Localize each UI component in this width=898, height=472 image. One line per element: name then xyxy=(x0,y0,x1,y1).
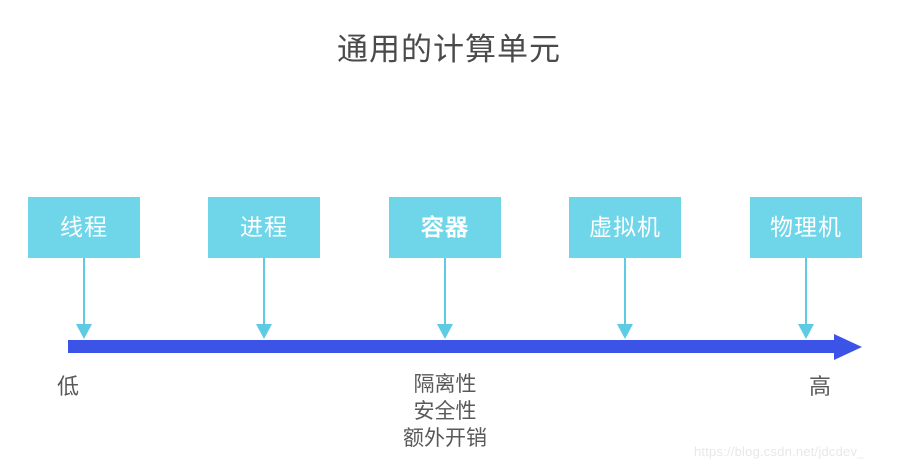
stage-label-5: 物理机 xyxy=(770,214,842,240)
connector-head-3 xyxy=(437,324,453,339)
connector-arrow-down-icon-3 xyxy=(435,258,455,342)
stage-box-5: 物理机 xyxy=(750,197,862,258)
connector-arrow-down-icon-4 xyxy=(615,258,635,342)
attribute-line-3: 额外开销 xyxy=(403,427,487,450)
stage-label-1: 线程 xyxy=(60,214,108,240)
connector-arrow-down-icon-2 xyxy=(254,258,274,342)
stage-box-3: 容器 xyxy=(389,197,501,258)
connector-head-5 xyxy=(798,324,814,339)
attribute-line-2: 安全性 xyxy=(413,400,477,423)
connector-shaft-5 xyxy=(805,258,807,326)
connector-shaft-4 xyxy=(624,258,626,326)
axis-arrowhead xyxy=(834,334,862,360)
connector-head-1 xyxy=(76,324,92,339)
axis-label-low: 低 xyxy=(57,374,80,399)
axis-attribute-list: 隔离性 安全性 额外开销 xyxy=(329,371,561,452)
attribute-line-1: 隔离性 xyxy=(413,373,477,396)
connector-shaft-1 xyxy=(83,258,85,326)
connector-head-4 xyxy=(617,324,633,339)
stage-label-2: 进程 xyxy=(240,214,288,240)
page-title: 通用的计算单元 xyxy=(337,32,561,67)
stage-label-3: 容器 xyxy=(421,214,469,240)
connector-shaft-2 xyxy=(263,258,265,326)
stage-label-4: 虚拟机 xyxy=(589,214,661,240)
connector-arrow-down-icon-1 xyxy=(74,258,94,342)
connector-shaft-3 xyxy=(444,258,446,326)
connector-arrow-down-icon-5 xyxy=(796,258,816,342)
connector-head-2 xyxy=(256,324,272,339)
stage-box-2: 进程 xyxy=(208,197,320,258)
stage-box-4: 虚拟机 xyxy=(569,197,681,258)
watermark: https://blog.csdn.net/jdcdev_ xyxy=(694,444,865,459)
stage-box-1: 线程 xyxy=(28,197,140,258)
axis-label-high: 高 xyxy=(809,374,832,399)
axis-bar xyxy=(68,340,838,353)
axis-arrow-right-icon xyxy=(68,334,862,360)
